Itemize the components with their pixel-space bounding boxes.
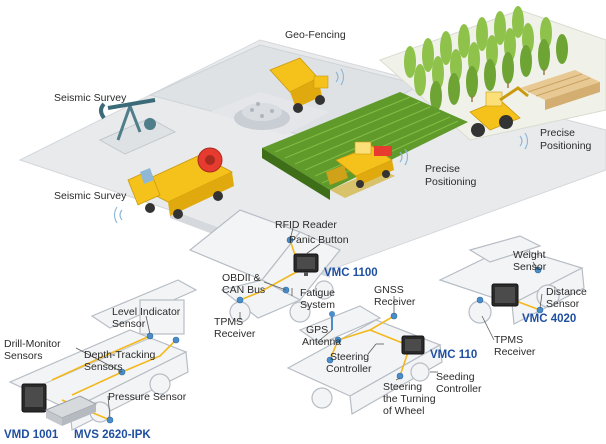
steering-controller-label-1: Steering (330, 351, 369, 363)
steering-turning-label-3: of Wheel (383, 405, 424, 417)
level-indicator-label-2: Sensor (112, 318, 146, 330)
seismic-truck (113, 147, 234, 224)
vmc1100-label: VMC 1100 (324, 267, 378, 279)
panic-button-label: Panic Button (289, 234, 349, 246)
wheel-loader (469, 86, 529, 150)
gnss-receiver-label-2: Receiver (374, 296, 416, 308)
rfid-reader-label: RFID Reader (275, 219, 337, 231)
fatigue-system-label-2: System (300, 299, 335, 311)
crop-rows (274, 96, 459, 184)
precise-positioning-mid-label-1: Precise (425, 163, 460, 175)
vmc110-label: VMC 110 (430, 349, 477, 361)
steering-turning-label-1: Steering (383, 381, 422, 393)
drill-monitor-label-2: Sensors (4, 350, 43, 362)
seismic-survey-top-label: Seismic Survey (54, 92, 127, 104)
crop-field (262, 92, 468, 190)
seismic-survey-bottom-label: Seismic Survey (54, 190, 127, 202)
vmc110-monitor-icon (401, 335, 425, 355)
gravel-pile (234, 102, 290, 130)
level-indicator-label-1: Level Indicator (112, 306, 181, 318)
precise-positioning-right-label-1: Precise (540, 127, 575, 139)
precise-positioning-right-label-2: Positioning (540, 140, 592, 152)
distance-sensor-label-1: Distance (546, 286, 587, 298)
tpms-right-label-2: Receiver (494, 346, 536, 358)
weight-sensor-label-1: Weight (513, 249, 546, 261)
vmd1001-label: VMD 1001 (4, 429, 59, 441)
vmc4020-label: VMC 4020 (522, 313, 576, 325)
tpms-left-label-1: TPMS (214, 316, 243, 328)
loader-outline (438, 235, 585, 325)
depth-tracking-label-2: Sensors (84, 361, 123, 373)
leader-lines (75, 227, 543, 419)
vmc4020-monitor-icon (491, 283, 519, 307)
tpms-left-label-2: Receiver (214, 328, 256, 340)
pressure-sensor-label: Pressure Sensor (108, 391, 187, 403)
gps-antenna-label-1: GPS (306, 324, 328, 336)
precise-positioning-mid-label-2: Positioning (425, 176, 477, 188)
seeding-controller-label-2: Controller (436, 383, 482, 395)
gps-antenna-label-2: Antenna (302, 336, 341, 348)
log-pile (520, 70, 600, 110)
mvs2620-label: MVS 2620-IPK (74, 429, 151, 441)
dump-truck (269, 57, 345, 113)
crop-field-edge (262, 148, 330, 200)
sensor-nodes (106, 236, 544, 424)
distance-sensor-label-2: Sensor (546, 298, 580, 310)
gnss-receiver-label-1: GNSS (374, 284, 404, 296)
forest-trees (404, 6, 568, 116)
steering-controller-label-2: Controller (326, 363, 372, 375)
geo-fencing-label: Geo-Fencing (285, 29, 346, 41)
steering-turning-label-2: the Turning (383, 393, 436, 405)
weight-sensor-label-2: Sensor (513, 261, 547, 273)
vmd1001-monitor-icon (21, 383, 47, 413)
mvs2620-box-icon (44, 395, 98, 426)
oil-pumpjack (98, 98, 177, 155)
seeding-controller-label-1: Seeding (436, 371, 475, 383)
obdii-label-2: CAN Bus (222, 284, 265, 296)
fatigue-system-label-1: Fatigue (300, 287, 335, 299)
gps-antenna-icon (329, 311, 335, 330)
combine-harvester (326, 141, 409, 188)
drill-monitor-label-1: Drill-Monitor (4, 338, 61, 350)
tpms-right-label-1: TPMS (494, 334, 523, 346)
depth-tracking-label-1: Depth-Tracking (84, 349, 156, 361)
obdii-label-1: OBDII & (222, 272, 261, 284)
